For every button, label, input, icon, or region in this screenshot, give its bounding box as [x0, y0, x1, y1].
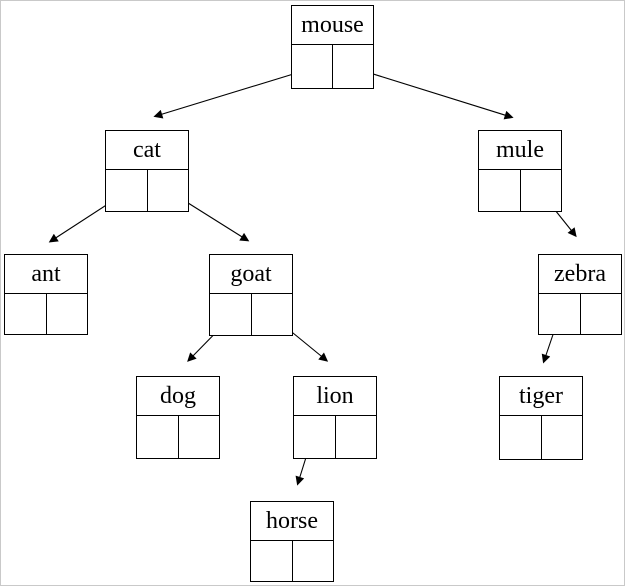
tree-node-mule: mule: [478, 130, 562, 212]
edge-mouse-left-cat: [153, 67, 314, 119]
node-pointer-row: [539, 294, 621, 334]
tree-node-ant: ant: [4, 254, 88, 335]
tree-node-tiger: tiger: [499, 376, 583, 460]
right-pointer-cell: [332, 45, 373, 88]
node-pointer-row: [5, 294, 87, 334]
left-pointer-cell: [5, 294, 46, 334]
tree-node-horse: horse: [250, 501, 334, 582]
left-pointer-cell: [106, 170, 147, 211]
node-pointer-row: [294, 416, 376, 458]
node-label: tiger: [500, 377, 582, 416]
node-pointer-row: [137, 416, 219, 458]
left-pointer-cell: [137, 416, 178, 458]
right-pointer-cell: [291, 541, 334, 581]
node-label: dog: [137, 377, 219, 416]
node-label: ant: [5, 255, 87, 294]
right-pointer-cell: [540, 416, 583, 459]
left-pointer-cell: [294, 416, 335, 458]
right-pointer-cell: [334, 416, 377, 458]
node-pointer-row: [106, 170, 188, 211]
tree-node-cat: cat: [105, 130, 189, 212]
right-pointer-cell: [579, 294, 622, 334]
node-pointer-row: [500, 416, 582, 459]
left-pointer-cell: [539, 294, 580, 334]
left-pointer-cell: [500, 416, 541, 459]
node-label: mouse: [292, 6, 373, 45]
tree-node-zebra: zebra: [538, 254, 622, 335]
edge-mouse-right-mule: [353, 67, 514, 120]
right-pointer-cell: [146, 170, 189, 211]
node-label: goat: [210, 255, 292, 294]
tree-node-goat: goat: [209, 254, 293, 336]
left-pointer-cell: [251, 541, 292, 581]
tree-node-lion: lion: [293, 376, 377, 459]
node-label: horse: [251, 502, 333, 541]
right-pointer-cell: [519, 170, 562, 211]
tree-node-mouse: mouse: [291, 5, 374, 89]
node-label: lion: [294, 377, 376, 416]
tree-node-dog: dog: [136, 376, 220, 459]
node-label: cat: [106, 131, 188, 170]
left-pointer-cell: [292, 45, 332, 88]
right-pointer-cell: [45, 294, 88, 334]
right-pointer-cell: [250, 294, 293, 335]
left-pointer-cell: [210, 294, 251, 335]
node-pointer-row: [210, 294, 292, 335]
right-pointer-cell: [177, 416, 220, 458]
node-label: zebra: [539, 255, 621, 294]
node-pointer-row: [292, 45, 373, 88]
node-pointer-row: [251, 541, 333, 581]
node-label: mule: [479, 131, 561, 170]
node-pointer-row: [479, 170, 561, 211]
left-pointer-cell: [479, 170, 520, 211]
